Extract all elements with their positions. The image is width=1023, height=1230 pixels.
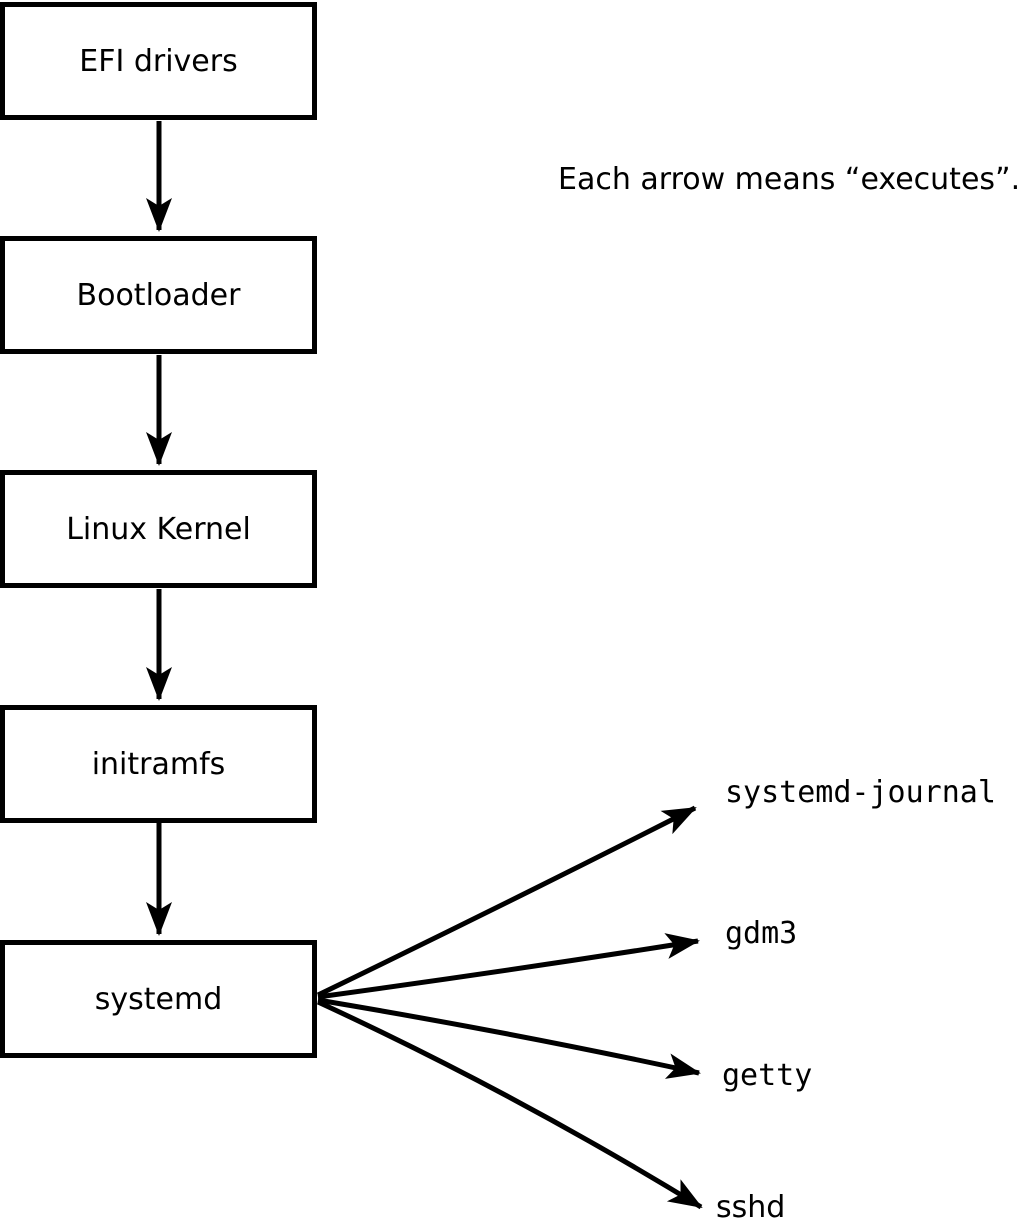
arrow-systemd-to-getty: [317, 997, 701, 1079]
box-efi-drivers-label: EFI drivers: [79, 43, 238, 79]
label-systemd-journal: systemd-journal: [725, 775, 996, 810]
label-getty: getty: [722, 1058, 813, 1093]
arrow-systemd-to-journal: [316, 805, 697, 998]
box-linux-kernel-label: Linux Kernel: [66, 511, 251, 547]
box-bootloader: Bootloader: [0, 236, 317, 354]
arrow-systemd-to-sshd: [316, 999, 703, 1210]
arrow-systemd-to-gdm3: [317, 933, 700, 1000]
label-gdm3: gdm3: [725, 916, 798, 951]
box-linux-kernel: Linux Kernel: [0, 470, 317, 588]
box-initramfs-label: initramfs: [91, 746, 226, 782]
label-sshd: sshd: [716, 1190, 786, 1225]
box-efi-drivers: EFI drivers: [0, 2, 317, 120]
box-bootloader-label: Bootloader: [76, 277, 241, 313]
box-initramfs: initramfs: [0, 705, 317, 823]
box-systemd: systemd: [0, 940, 317, 1058]
box-systemd-label: systemd: [94, 981, 223, 1017]
arrow-meaning-note: Each arrow means “executes”.: [558, 162, 1021, 197]
